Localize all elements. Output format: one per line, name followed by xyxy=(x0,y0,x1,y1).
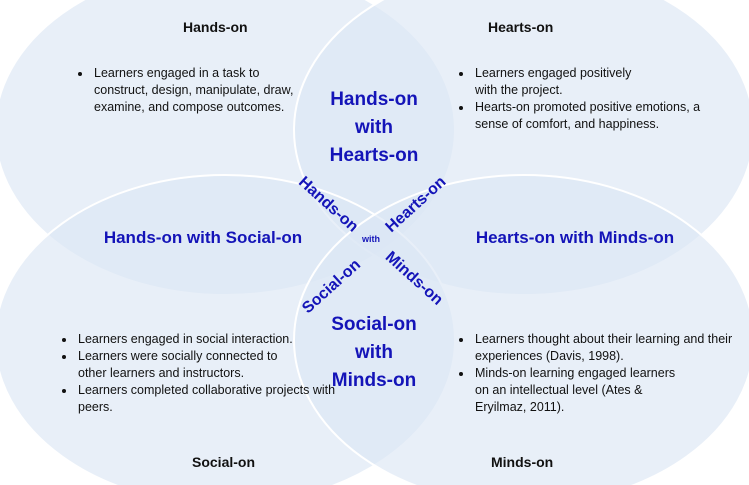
overlap-social-minds: Social-on with Minds-on xyxy=(304,311,444,395)
minds-on-bullets: Learners thought about their learning an… xyxy=(457,331,738,416)
hearts-on-bullets: Learners engaged positively with the pro… xyxy=(457,65,733,133)
overlap-hearts-minds: Hearts-on with Minds-on xyxy=(475,228,675,247)
minds-on-title: Minds-on xyxy=(491,454,554,470)
social-on-bullets: Learners engaged in social interaction. … xyxy=(60,331,348,416)
hearts-on-bullet: Hearts-on promoted positive emotions, a … xyxy=(473,99,733,133)
overlap-top-line-2: with xyxy=(355,117,393,138)
hands-on-bullets: Learners engaged in a task to construct,… xyxy=(76,65,302,116)
overlap-bottom-line-2: with xyxy=(355,342,393,363)
overlap-bottom-line-1: Social-on xyxy=(331,314,417,335)
social-on-bullet: Learners engaged in social interaction. xyxy=(76,331,348,348)
social-on-bullet: Learners completed collaborative project… xyxy=(76,382,340,416)
hands-on-bullet: Learners engaged in a task to construct,… xyxy=(92,65,302,116)
overlap-top-line-3: Hearts-on xyxy=(329,145,419,166)
center-with: with xyxy=(362,234,380,244)
minds-on-bullet: Minds-on learning engaged learners on an… xyxy=(473,365,680,416)
hearts-on-bullet: Learners engaged positively with the pro… xyxy=(473,65,645,99)
hearts-on-title: Hearts-on xyxy=(488,19,554,35)
hands-on-title: Hands-on xyxy=(183,19,248,35)
overlap-top-line-1: Hands-on xyxy=(330,89,418,110)
social-on-bullet: Learners were socially connected to othe… xyxy=(76,348,308,382)
minds-on-bullet: Learners thought about their learning an… xyxy=(473,331,738,365)
ellipse-minds-on xyxy=(293,174,749,485)
overlap-bottom-line-3: Minds-on xyxy=(331,370,417,391)
overlap-hands-social: Hands-on with Social-on xyxy=(103,228,303,247)
social-on-title: Social-on xyxy=(192,454,256,470)
overlap-hands-hearts: Hands-on with Hearts-on xyxy=(304,86,444,170)
